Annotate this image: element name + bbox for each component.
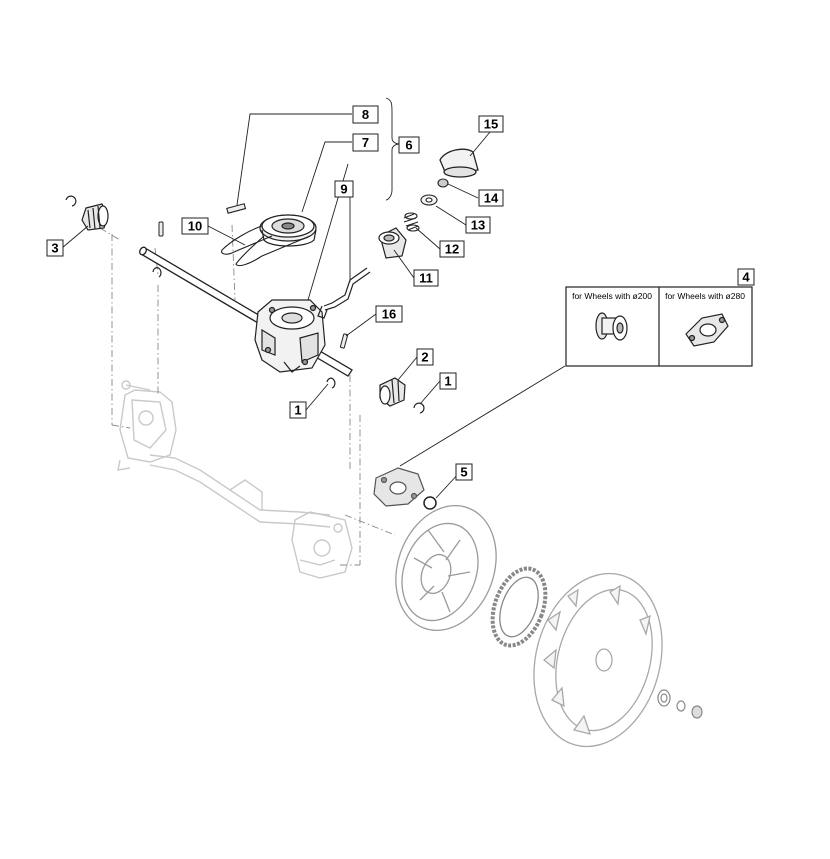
wheel-tyre-ghost <box>533 572 663 748</box>
callout-9: 9 <box>334 180 354 198</box>
washer <box>420 194 438 206</box>
callout-11: 11 <box>413 269 439 287</box>
svg-text:15: 15 <box>484 117 498 132</box>
callout-10: 10 <box>181 217 209 235</box>
svg-text:5: 5 <box>460 465 467 480</box>
drive-pinion-left <box>81 203 109 231</box>
callout-16: 16 <box>375 305 403 323</box>
svg-text:14: 14 <box>484 191 499 206</box>
callout-7: 7 <box>352 133 379 152</box>
svg-text:2: 2 <box>421 350 428 365</box>
svg-text:3: 3 <box>51 241 58 256</box>
callouts: 8 7 6 9 15 14 13 12 <box>46 105 755 481</box>
svg-text:9: 9 <box>340 182 347 197</box>
callout-1-right: 1 <box>439 372 457 390</box>
callout-2: 2 <box>416 348 434 366</box>
adapter-200-icon <box>595 312 628 341</box>
assembly-lines <box>99 224 396 566</box>
gearbox <box>254 299 326 373</box>
callout-12: 12 <box>439 240 465 258</box>
wheel-gear-ring <box>490 566 548 648</box>
callout-8: 8 <box>352 105 379 124</box>
wheel-hub-ghost <box>395 505 497 631</box>
inset-label-200: for Wheels with ø200 <box>572 291 652 301</box>
callout-14: 14 <box>478 189 504 207</box>
bushing <box>378 227 407 259</box>
callout-4: 4 <box>737 268 755 286</box>
svg-text:10: 10 <box>188 219 202 234</box>
svg-text:4: 4 <box>742 270 750 285</box>
adapter-280-icon <box>685 313 729 347</box>
pulley <box>259 214 317 247</box>
inset-label-280: for Wheels with ø280 <box>665 291 745 301</box>
svg-text:13: 13 <box>471 218 485 233</box>
spring <box>403 212 420 232</box>
drive-belt <box>221 225 311 267</box>
wheel-adapter-inset: for Wheels with ø200 for Wheels with ø28… <box>565 286 753 367</box>
callout-6: 6 <box>398 136 420 154</box>
drive-pinion-right <box>379 377 406 407</box>
mower-frame-ghost <box>117 380 353 579</box>
wheel-adapter <box>373 467 425 507</box>
svg-text:12: 12 <box>445 242 459 257</box>
svg-text:7: 7 <box>362 135 369 150</box>
svg-text:1: 1 <box>294 403 301 418</box>
small-pins <box>158 221 349 349</box>
svg-text:11: 11 <box>419 271 433 286</box>
nut <box>437 178 449 188</box>
key-pin <box>226 203 247 214</box>
svg-text:8: 8 <box>362 107 369 122</box>
callout-3: 3 <box>46 239 64 257</box>
circlips <box>65 195 425 414</box>
svg-text:6: 6 <box>405 138 412 153</box>
cable-rod <box>317 267 371 319</box>
adapter-washer <box>423 496 437 510</box>
callout-5: 5 <box>455 463 473 481</box>
wheel-fasteners <box>657 689 703 719</box>
callout-13: 13 <box>465 216 491 234</box>
svg-text:16: 16 <box>382 307 396 322</box>
cap <box>439 148 479 178</box>
svg-text:1: 1 <box>444 374 451 389</box>
callout-15: 15 <box>478 115 504 133</box>
callout-1-left: 1 <box>289 401 307 419</box>
leader-lines <box>61 97 566 499</box>
